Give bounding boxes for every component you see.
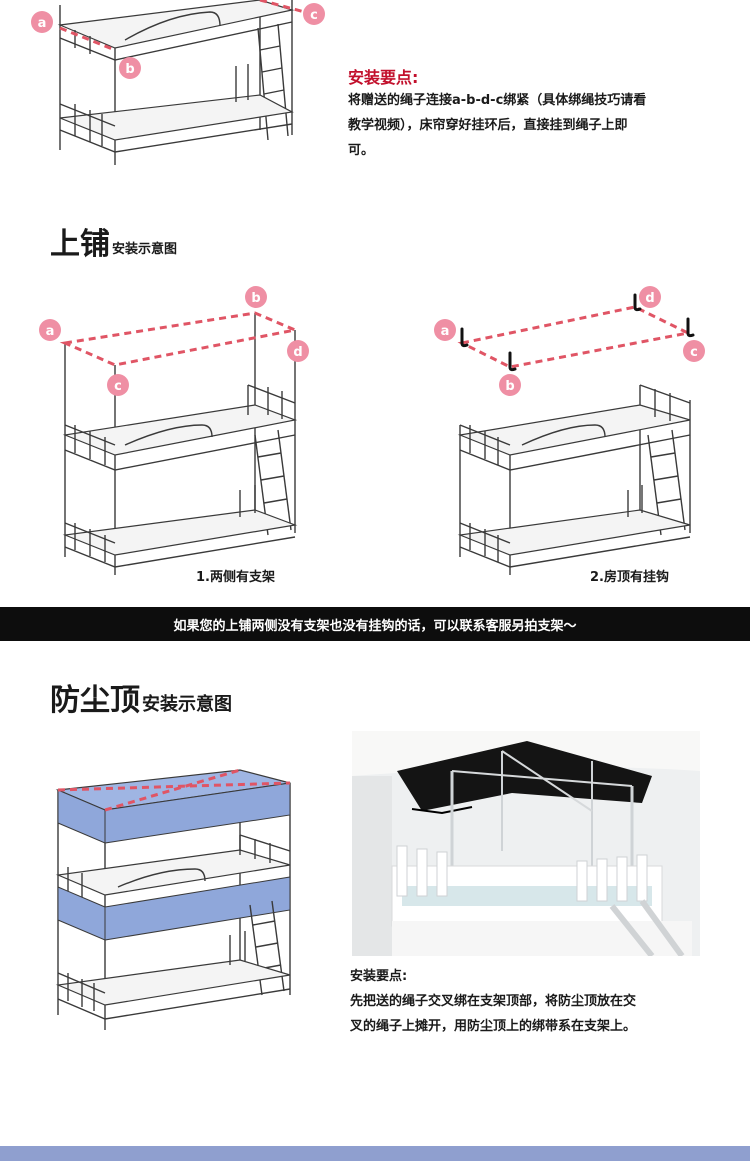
hook-icon [633,293,642,312]
upper-bunk-diagram-hooks: a b c d [434,286,705,575]
top-tip-line: 可。 [348,143,375,158]
hook-icon [508,351,517,372]
dust-top-title: 防尘顶 [50,683,140,718]
dust-tip-line: 先把送的绳子交叉绑在支架顶部，将防尘顶放在交 [350,994,637,1009]
dust-top-heading: 防尘顶 安装示意图 [50,684,232,718]
label-d-icon: d [639,286,661,308]
top-tip-body: 将赠送的绳子连接a-b-d-c绑紧（具体绑绳技巧请看 教学视频），床帘穿好挂环后… [348,88,728,163]
hook-icon [686,317,695,338]
svg-text:a: a [38,16,47,31]
banner-text: 如果您的上铺两侧没有支架也没有挂钩的话，可以联系客服另拍支架～ [173,618,577,634]
svg-text:c: c [310,8,318,23]
label-b-icon: b [245,286,267,308]
dust-tip-line: 叉的绳子上摊开，用防尘顶上的绑带系在支架上。 [350,1019,637,1034]
label-b-icon: b [119,57,141,79]
dust-tip-title: 安装要点: [350,969,408,984]
diagram2-caption: 2.房顶有挂钩 [590,570,669,585]
label-c-icon: c [683,340,705,362]
top-bed-diagram: a b c [31,0,325,165]
upper-bunk-subtitle: 安装示意图 [112,242,178,257]
upper-bunk-heading: 上铺 安装示意图 [50,228,177,262]
dust-top-photo [352,731,700,956]
svg-text:a: a [46,324,55,339]
label-a-icon: a [31,11,53,33]
dust-top-subtitle: 安装示意图 [142,694,232,715]
dust-top-tip: 安装要点: 先把送的绳子交叉绑在支架顶部，将防尘顶放在交 叉的绳子上摊开，用防尘… [350,964,720,1039]
top-tip-line: 将赠送的绳子连接a-b-d-c绑紧（具体绑绳技巧请看 [348,93,647,108]
label-a-icon: a [434,319,456,341]
svg-text:c: c [114,379,122,394]
top-tip-title: 安装要点: [348,68,419,87]
svg-text:b: b [505,379,514,394]
label-b-icon: b [499,374,521,396]
upper-bunk-title: 上铺 [50,227,110,262]
top-tip-line: 教学视频），床帘穿好挂环后，直接挂到绳子上即 [348,118,628,133]
svg-text:b: b [125,62,134,77]
diagram1-caption: 1.两侧有支架 [196,570,275,585]
label-a-icon: a [39,319,61,341]
label-c-icon: c [303,3,325,25]
svg-text:c: c [690,345,698,360]
svg-text:b: b [251,291,260,306]
label-d-icon: d [287,340,309,362]
dust-top-diagram [55,768,291,1030]
label-c-icon: c [107,374,129,396]
hook-icon [460,327,469,348]
footer-bar [0,1146,750,1161]
svg-text:d: d [645,291,654,306]
svg-text:d: d [293,345,302,360]
upper-bunk-diagram-supports: a b c d [39,286,309,575]
support-notice-banner: 如果您的上铺两侧没有支架也没有挂钩的话，可以联系客服另拍支架～ [0,607,750,641]
svg-text:a: a [441,324,450,339]
